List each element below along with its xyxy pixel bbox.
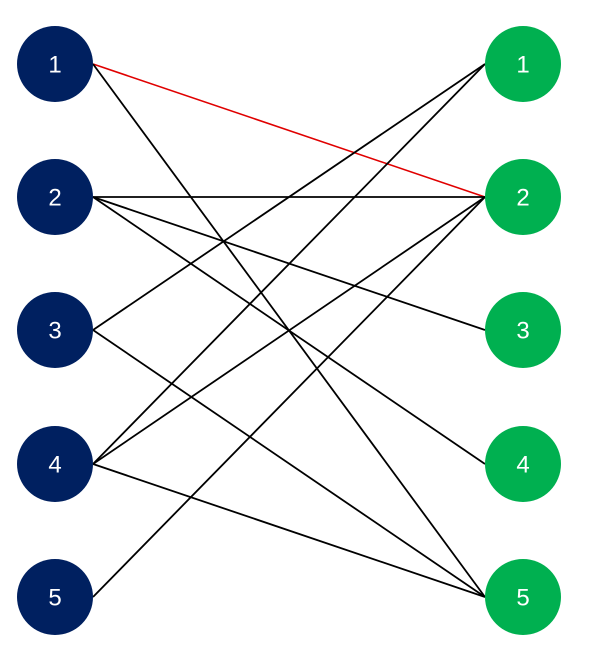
right-node-circle	[485, 559, 561, 635]
edge-left-1-right-2-highlighted	[92, 63, 486, 198]
left-node-circle	[17, 26, 93, 102]
right-node-5: 5	[485, 559, 561, 635]
right-node-label: 4	[516, 452, 529, 479]
left-node-5: 5	[17, 559, 93, 635]
left-node-circle	[17, 426, 93, 502]
right-node-label: 3	[516, 318, 529, 345]
right-node-4: 4	[485, 426, 561, 502]
left-node-1: 1	[17, 26, 93, 102]
right-node-1: 1	[485, 26, 561, 102]
right-node-circle	[485, 26, 561, 102]
right-node-3: 3	[485, 292, 561, 368]
left-node-circle	[17, 559, 93, 635]
right-node-label: 2	[516, 185, 529, 212]
edge-left-3-right-1	[92, 63, 486, 331]
right-node-2: 2	[485, 159, 561, 235]
left-node-label: 4	[48, 452, 61, 479]
left-node-circle	[17, 159, 93, 235]
right-node-circle	[485, 292, 561, 368]
edge-left-4-right-1	[92, 63, 486, 465]
left-node-2: 2	[17, 159, 93, 235]
left-node-4: 4	[17, 426, 93, 502]
node-layer: 1 2 3 4 5 1 2 3 4 5	[17, 26, 561, 635]
edge-left-3-right-5	[92, 329, 486, 598]
left-node-label: 5	[48, 585, 61, 612]
right-node-circle	[485, 159, 561, 235]
left-node-label: 1	[48, 52, 61, 79]
left-node-circle	[17, 292, 93, 368]
left-node-label: 2	[48, 185, 61, 212]
edge-layer	[92, 63, 486, 598]
right-node-circle	[485, 426, 561, 502]
right-node-label: 5	[516, 585, 529, 612]
left-node-3: 3	[17, 292, 93, 368]
edge-left-4-right-5	[92, 463, 486, 598]
edge-left-5-right-2	[92, 196, 486, 598]
right-node-label: 1	[516, 52, 529, 79]
left-node-label: 3	[48, 318, 61, 345]
edge-left-4-right-2	[92, 196, 486, 465]
